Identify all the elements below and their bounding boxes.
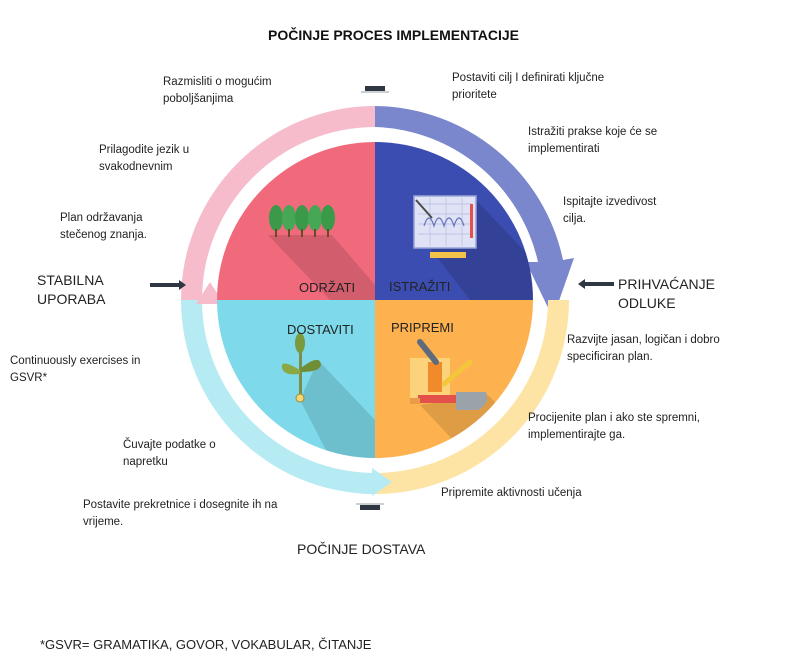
note-lower-left: Čuvajte podatke o napretku bbox=[123, 439, 216, 468]
ring-arrowhead-pink bbox=[196, 282, 224, 304]
shadow-dostaviti bbox=[300, 360, 375, 458]
ring-arc-yellow bbox=[375, 300, 569, 494]
note-upper-right: Istražiti prakse koje će se implementira… bbox=[528, 126, 658, 155]
ring-arc-blue bbox=[375, 106, 574, 318]
quadrant-label-odrzati: ODRŽATI bbox=[299, 280, 356, 295]
note-low-left: Continuously exercises in GSVR* bbox=[10, 355, 141, 384]
bottom-marker bbox=[360, 505, 380, 510]
blueprint-icon bbox=[413, 195, 477, 258]
ring-arrowhead-cyan bbox=[372, 468, 392, 496]
side-label-right: PRIHVAĆANJE ODLUKE bbox=[618, 276, 715, 311]
note-bottom-left: Postavite prekretnice i dosegnite ih na … bbox=[83, 499, 278, 528]
ring-arc-pink bbox=[181, 106, 375, 300]
tools-icon bbox=[410, 339, 487, 410]
note-top-right: Postaviti cilj I definirati ključne prio… bbox=[452, 72, 605, 101]
trees-icon bbox=[269, 205, 335, 237]
note-top-left: Razmisliti o mogućim poboljšanjima bbox=[163, 76, 272, 105]
footnote: *GSVR= GRAMATIKA, GOVOR, VOKABULAR, ČITA… bbox=[40, 637, 372, 652]
note-lower-right: Procijenite plan i ako ste spremni, impl… bbox=[528, 412, 700, 441]
quadrant-label-pripremi: PRIPREMI bbox=[391, 320, 454, 335]
note-mid-right: Ispitajte izvedivost cilja. bbox=[563, 196, 657, 225]
quadrant-label-dostaviti: DOSTAVITI bbox=[287, 322, 354, 337]
top-marker bbox=[365, 86, 385, 91]
diagram-title: POČINJE PROCES IMPLEMENTACIJE bbox=[267, 27, 519, 43]
note-bottom-right: Pripremite aktivnosti učenja bbox=[441, 487, 582, 499]
side-label-left: STABILNA UPORABA bbox=[37, 272, 106, 307]
shadow-odrzati bbox=[268, 235, 375, 300]
right-arrow bbox=[578, 279, 614, 289]
bottom-label: POČINJE DOSTAVA bbox=[297, 541, 426, 557]
sprout-icon bbox=[281, 333, 321, 403]
ring-arc-cyan bbox=[181, 300, 375, 494]
note-low-right: Razvijte jasan, logičan i dobro specific… bbox=[567, 334, 720, 363]
quadrant-label-istraziti: ISTRAŽITI bbox=[389, 279, 451, 294]
note-upper-left: Prilagodite jezik u svakodnevnim bbox=[99, 144, 190, 173]
note-mid-left: Plan održavanja stečenog znanja. bbox=[60, 212, 147, 241]
left-arrow bbox=[150, 280, 186, 290]
